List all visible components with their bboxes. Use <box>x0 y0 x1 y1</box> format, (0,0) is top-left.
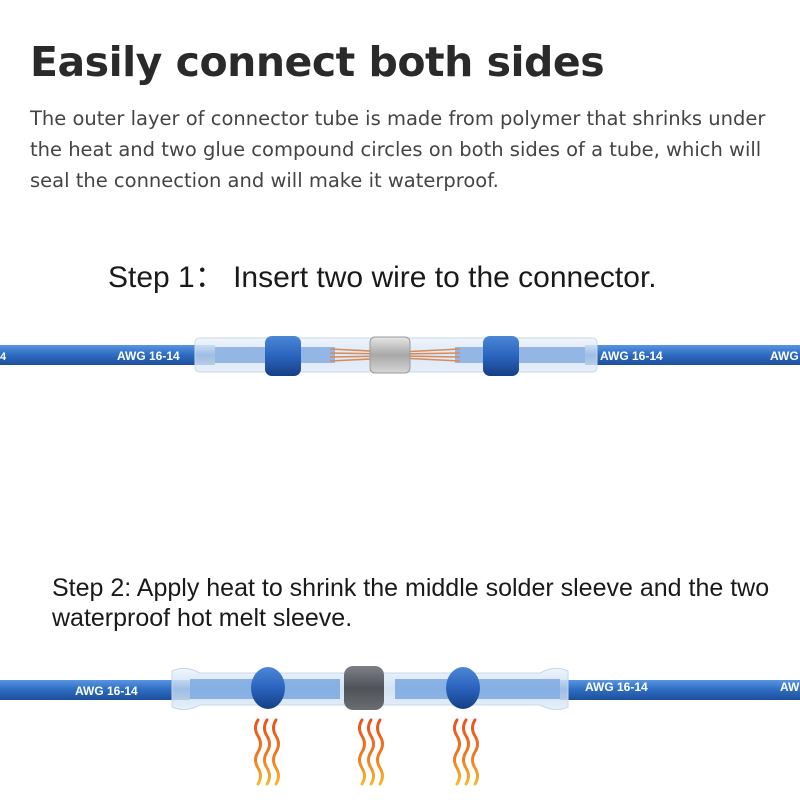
step-1-text: Step 1： Insert two wire to the connector… <box>108 261 657 294</box>
glue-ring-left <box>251 667 285 709</box>
heat-wave-icon <box>358 718 384 786</box>
wire-label: AWG 16-14 <box>75 684 138 698</box>
glue-ring-right <box>446 667 480 709</box>
wire-label: AWG 16-14 <box>117 349 180 363</box>
inner-wire-right <box>455 347 585 363</box>
step-2-text: Step 2: Apply heat to shrink the middle … <box>52 574 770 632</box>
wire-label: 4 <box>0 351 7 363</box>
wire-label: AW <box>780 680 800 694</box>
glue-ring-right <box>483 336 519 376</box>
solder-sleeve <box>369 336 411 374</box>
page-title: Easily connect both sides <box>30 38 605 86</box>
left-wire <box>0 680 190 700</box>
wire-label: AWG <box>770 349 799 363</box>
wire-label: AWG 16-14 <box>600 349 663 363</box>
heat-wave-icon <box>254 718 280 786</box>
heat-icons-group <box>0 718 800 790</box>
glue-ring-left <box>265 336 301 376</box>
step-1-connector-illustration: 4 AWG 16-14 AWG 16-14 AWG <box>0 330 800 390</box>
heat-wave-icon <box>453 718 479 786</box>
description-text: The outer layer of connector tube is mad… <box>30 107 766 192</box>
step-2-connector-illustration: AWG 16-14 AWG 16-14 AW <box>0 655 800 725</box>
left-wire <box>0 345 215 365</box>
shrunk-solder-sleeve <box>344 666 384 710</box>
wire-label: AWG 16-14 <box>585 680 648 694</box>
right-wire <box>560 680 800 700</box>
right-wire <box>585 345 800 365</box>
